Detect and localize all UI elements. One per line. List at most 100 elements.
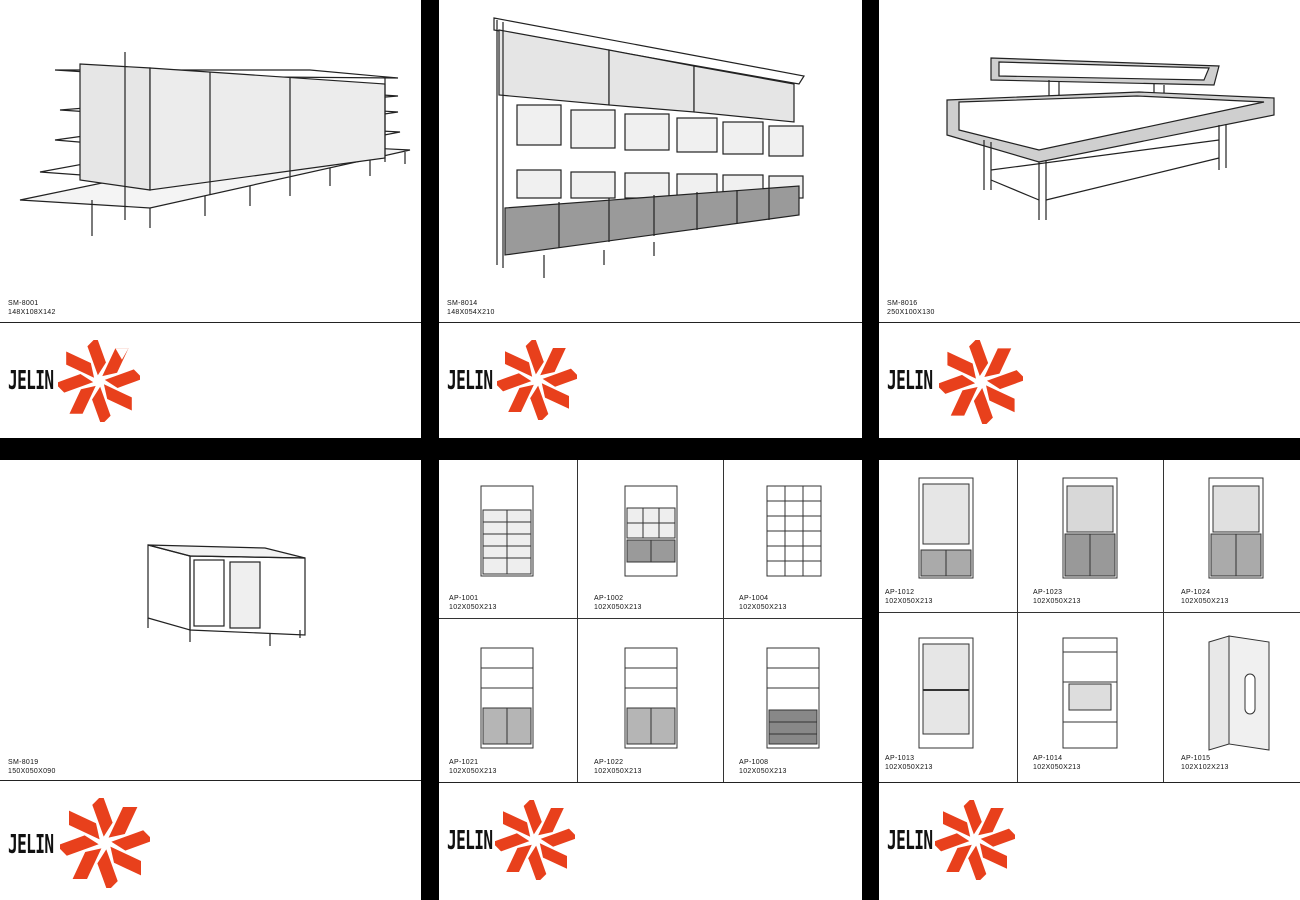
grid-divider: [1163, 460, 1164, 782]
product-code: AP-1008 102X050X213: [739, 758, 787, 776]
product-dimensions: 102X050X213: [449, 604, 497, 611]
open-frame-unit-illustration: [918, 477, 974, 579]
product-code: AP-1014 102X050X213: [1033, 754, 1081, 772]
grid-divider: [1017, 460, 1018, 782]
divider: [0, 780, 421, 781]
product-code: AP-1021 102X050X213: [449, 758, 497, 776]
product-dimensions: 102X050X213: [885, 764, 933, 771]
divider: [439, 322, 862, 323]
grid-divider: [879, 612, 1300, 613]
hanging-rail-unit-illustration: [918, 637, 974, 749]
brand-wordmark: JELIN: [447, 826, 493, 856]
product-dimensions: 148X054X210: [447, 309, 495, 316]
product-code: AP-1002 102X050X213: [594, 594, 642, 612]
pinwheel-logo-icon: [939, 340, 1023, 424]
product-dimensions: 250X100X130: [887, 309, 935, 316]
product-dimensions: 102X050X213: [1181, 598, 1229, 605]
product-dimensions: 102X050X213: [739, 768, 787, 775]
rack-unit-illustration: [1062, 637, 1118, 749]
display-table-illustration: [946, 57, 1275, 220]
shelf-cabinet-illustration: [480, 647, 534, 749]
product-dimensions: 102X050X213: [885, 598, 933, 605]
bin-wall-unit-illustration: [493, 17, 805, 278]
product-code: AP-1024 102X050X213: [1181, 588, 1229, 606]
pigeonhole-shelf-illustration: [766, 485, 822, 577]
product-code-label: SM-8014: [447, 300, 478, 307]
drawer-cabinet-illustration: [766, 647, 820, 749]
brand-wordmark: JELIN: [887, 366, 933, 396]
grid-divider: [577, 460, 578, 782]
product-dimensions: 148X108X142: [8, 309, 56, 316]
brand-wordmark: JELIN: [887, 826, 933, 856]
product-code: AP-1013 102X050X213: [885, 754, 933, 772]
divider: [879, 782, 1300, 783]
product-dimensions: 102X102X213: [1181, 764, 1229, 771]
product-dimensions: 102X050X213: [1033, 598, 1081, 605]
product-code: SM-8016 250X100X130: [887, 299, 935, 317]
grid-divider: [723, 460, 724, 782]
product-dimensions: 102X050X213: [739, 604, 787, 611]
shelf-cabinet-illustration: [624, 647, 678, 749]
product-dimensions: 102X050X213: [594, 768, 642, 775]
product-code: SM-8019 150X050X090: [8, 758, 56, 776]
pinwheel-logo-icon: [935, 800, 1015, 880]
product-code-label: AP-1008: [739, 759, 769, 766]
product-code: AP-1022 102X050X213: [594, 758, 642, 776]
product-code-label: AP-1022: [594, 759, 624, 766]
product-code: SM-8014 148X054X210: [447, 299, 495, 317]
counter-frame-illustration: [147, 544, 306, 646]
divider: [439, 782, 862, 783]
product-code: AP-1023 102X050X213: [1033, 588, 1081, 606]
brand-wordmark: JELIN: [447, 366, 493, 396]
product-code: AP-1004 102X050X213: [739, 594, 787, 612]
product-code-label: SM-8016: [887, 300, 918, 307]
catalog-card-sm-8014: SM-8014 148X054X210 JELIN: [439, 0, 862, 438]
catalog-card-sm-8016: SM-8016 250X100X130 JELIN: [879, 0, 1300, 438]
product-code-label: AP-1002: [594, 595, 624, 602]
product-dimensions: 102X050X213: [594, 604, 642, 611]
product-code: AP-1001 102X050X213: [449, 594, 497, 612]
product-code-label: AP-1013: [885, 755, 915, 762]
panel-cabinet-illustration: [1062, 477, 1118, 579]
cabinet-illustration: [624, 485, 678, 577]
catalog-card-sm-8001: SM-8001 148X108X142 JELIN: [0, 0, 421, 438]
divider: [0, 322, 421, 323]
catalog-card-ap-grid-a: AP-1001 102X050X213 AP-1002 102X050X213 …: [439, 460, 862, 900]
brand-block: JELIN: [447, 340, 597, 420]
brand-block: JELIN: [8, 340, 158, 422]
product-code-label: SM-8019: [8, 759, 39, 766]
product-code-label: AP-1015: [1181, 755, 1211, 762]
pinwheel-logo-icon: [497, 340, 577, 420]
product-code: AP-1015 102X102X213: [1181, 754, 1229, 772]
brand-block: JELIN: [887, 798, 1047, 888]
product-dimensions: 150X050X090: [8, 768, 56, 775]
catalog-card-ap-grid-b: AP-1012 102X050X213 AP-1023 102X050X213 …: [879, 460, 1300, 900]
pinwheel-logo-icon: [58, 340, 140, 422]
product-code-label: AP-1024: [1181, 589, 1211, 596]
pinwheel-logo-icon: [495, 800, 575, 880]
product-code-label: AP-1004: [739, 595, 769, 602]
catalog-card-sm-8019: SM-8019 150X050X090 JELIN: [0, 460, 421, 900]
brand-wordmark: JELIN: [8, 830, 54, 860]
product-code-label: AP-1012: [885, 589, 915, 596]
grid-divider: [439, 618, 862, 619]
fitting-room-illustration: [1208, 635, 1270, 751]
product-code-label: AP-1001: [449, 595, 479, 602]
product-dimensions: 102X050X213: [1033, 764, 1081, 771]
product-code-label: AP-1014: [1033, 755, 1063, 762]
panel-cabinet-illustration: [1208, 477, 1264, 579]
product-code-label: AP-1023: [1033, 589, 1063, 596]
cabinet-illustration: [480, 485, 534, 577]
product-dimensions: 102X050X213: [449, 768, 497, 775]
gondola-shelving-illustration: [19, 52, 411, 236]
brand-block: JELIN: [447, 798, 607, 888]
product-code-label: SM-8001: [8, 300, 39, 307]
brand-block: JELIN: [8, 798, 168, 888]
brand-wordmark: JELIN: [8, 366, 54, 396]
product-code: SM-8001 148X108X142: [8, 299, 56, 317]
product-code-label: AP-1021: [449, 759, 479, 766]
divider: [879, 322, 1300, 323]
brand-block: JELIN: [887, 340, 1037, 424]
product-code: AP-1012 102X050X213: [885, 588, 933, 606]
pinwheel-logo-icon: [60, 798, 150, 888]
